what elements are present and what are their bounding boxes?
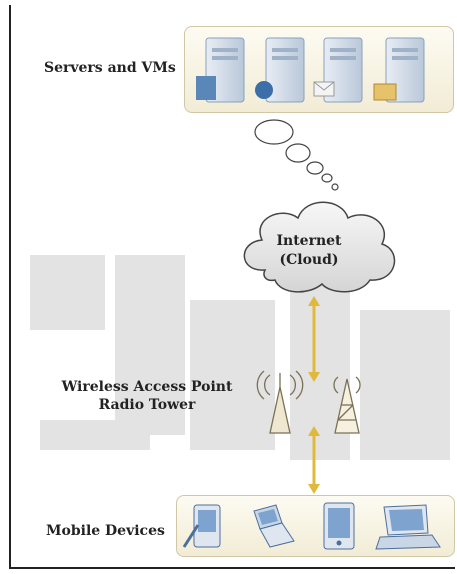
laptop-icon (375, 504, 441, 550)
pda-icon (182, 504, 221, 548)
server-globe-icon (255, 37, 305, 103)
connection-arrows (308, 296, 320, 494)
cloud-label-line1: Internet (276, 233, 342, 249)
server-icon (196, 37, 245, 103)
antenna-tower-icon (333, 376, 361, 434)
radio-tower-icon (256, 370, 304, 434)
connection-bubbles (254, 119, 339, 191)
flip-phone-icon (253, 504, 295, 548)
wap-label-line2: Radio Tower (98, 397, 196, 413)
cloud-icon (243, 201, 396, 293)
mobile-label: Mobile Devices (46, 523, 165, 539)
server-folder-icon (373, 37, 425, 103)
server-icons (196, 37, 425, 103)
wap-label-line1: Wireless Access Point (61, 379, 233, 395)
tower-icons (256, 370, 361, 434)
cloud-label: Internet (Cloud) (254, 232, 364, 270)
cloud-label-line2: (Cloud) (279, 252, 339, 268)
diagram-border (9, 5, 455, 569)
tablet-icon (323, 502, 355, 550)
servers-label: Servers and VMs (44, 60, 176, 76)
server-mail-icon (313, 37, 363, 103)
device-icons (182, 502, 441, 550)
wap-label: Wireless Access Point Radio Tower (47, 378, 247, 414)
